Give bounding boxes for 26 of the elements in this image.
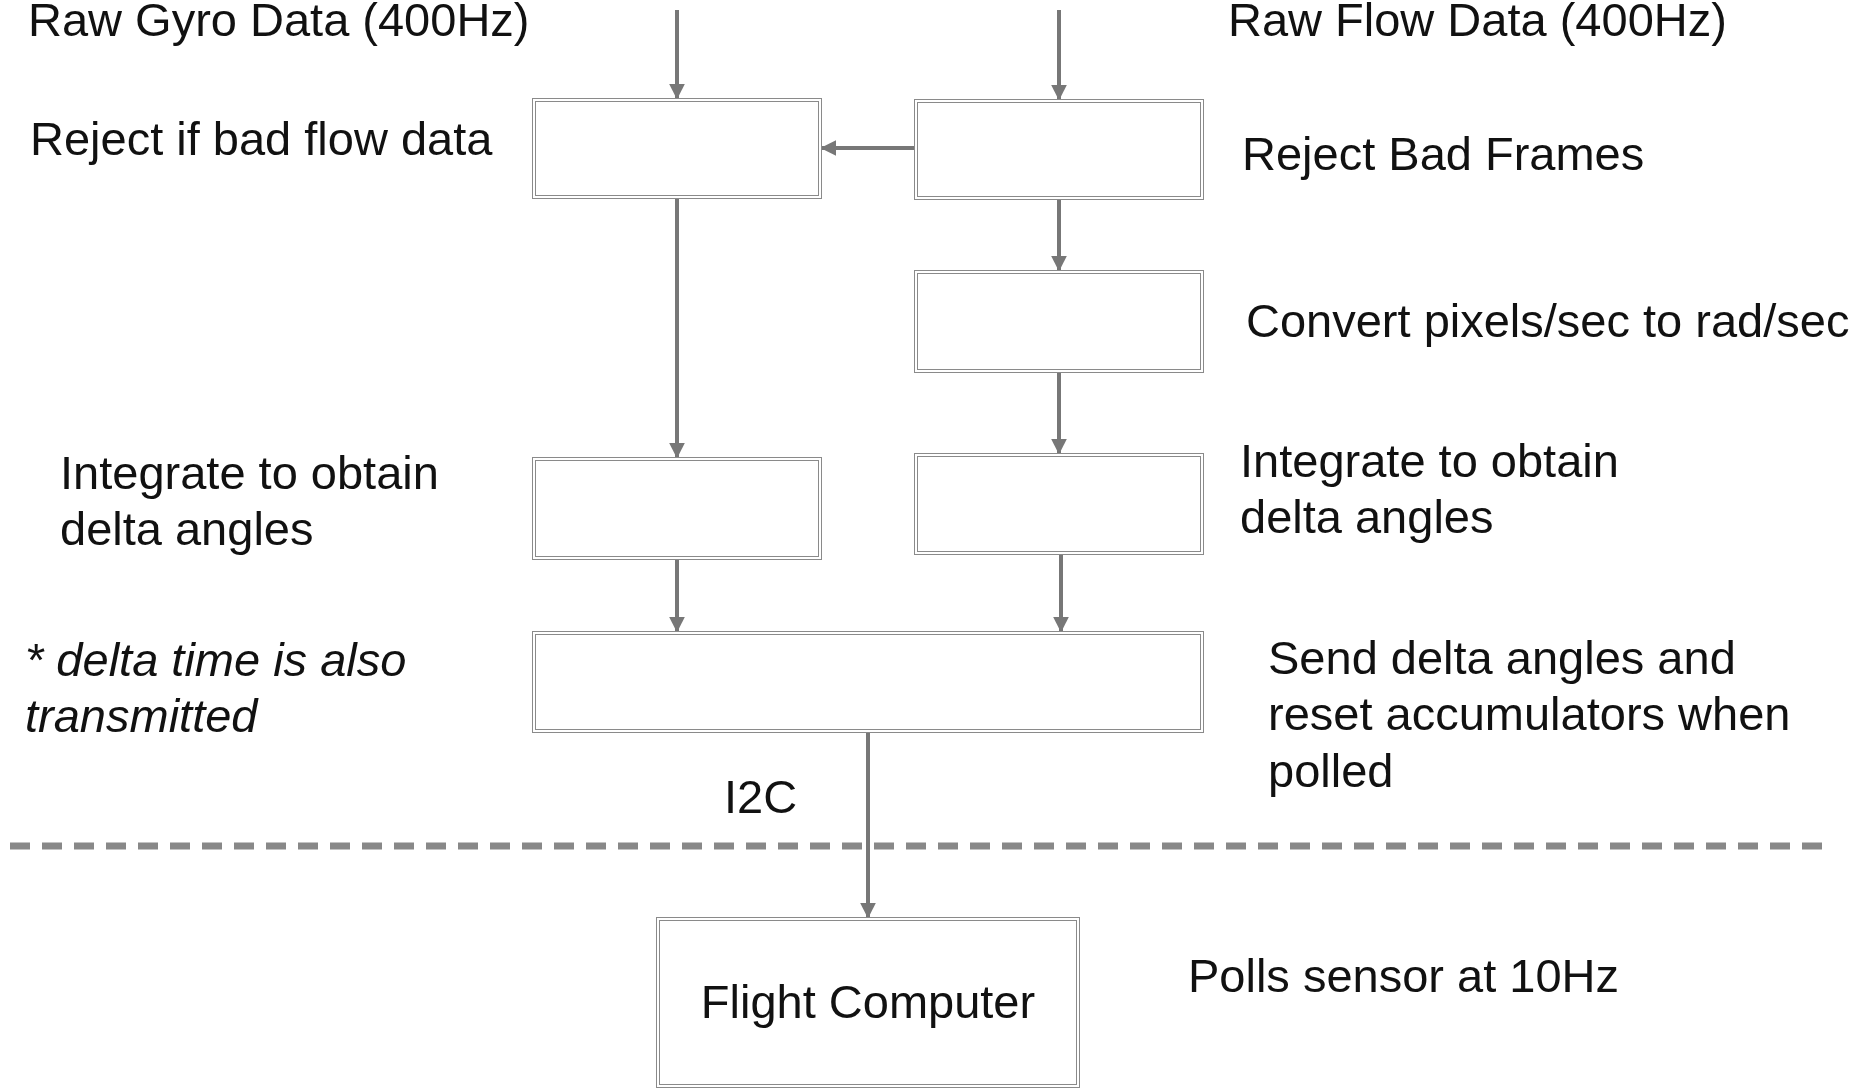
- footnote: * delta time is also transmitted: [25, 632, 408, 745]
- arrow: [860, 733, 876, 919]
- step-description: Send delta angles and reset accumulators when polled: [1268, 630, 1792, 799]
- step-description: Polls sensor at 10Hz: [1188, 948, 1621, 1004]
- arrow: [669, 199, 685, 459]
- raw-data-label: Raw Flow Data (400Hz): [1228, 0, 1728, 48]
- step-description: Convert pixels/sec to rad/sec: [1246, 293, 1851, 349]
- arrow: [1051, 10, 1067, 101]
- box-label: Flight Computer: [700, 974, 1036, 1031]
- process-box: [532, 98, 822, 199]
- arrow: [1051, 200, 1067, 272]
- step-description: Reject if bad flow data: [30, 111, 494, 167]
- arrow: [669, 10, 685, 100]
- step-description: Integrate to obtain delta angles: [60, 445, 440, 558]
- arrow: [669, 560, 685, 633]
- step-description: Reject Bad Frames: [1242, 126, 1646, 182]
- step-description: Integrate to obtain delta angles: [1240, 433, 1620, 546]
- arrow: [1053, 555, 1069, 633]
- process-box: [914, 453, 1204, 555]
- process-box: [914, 270, 1204, 373]
- arrow: [1051, 373, 1067, 455]
- process-box: [532, 457, 822, 560]
- process-box: [656, 917, 1080, 1088]
- raw-data-label: Raw Gyro Data (400Hz): [28, 0, 531, 48]
- process-box: [532, 631, 1204, 733]
- process-box: [914, 99, 1204, 200]
